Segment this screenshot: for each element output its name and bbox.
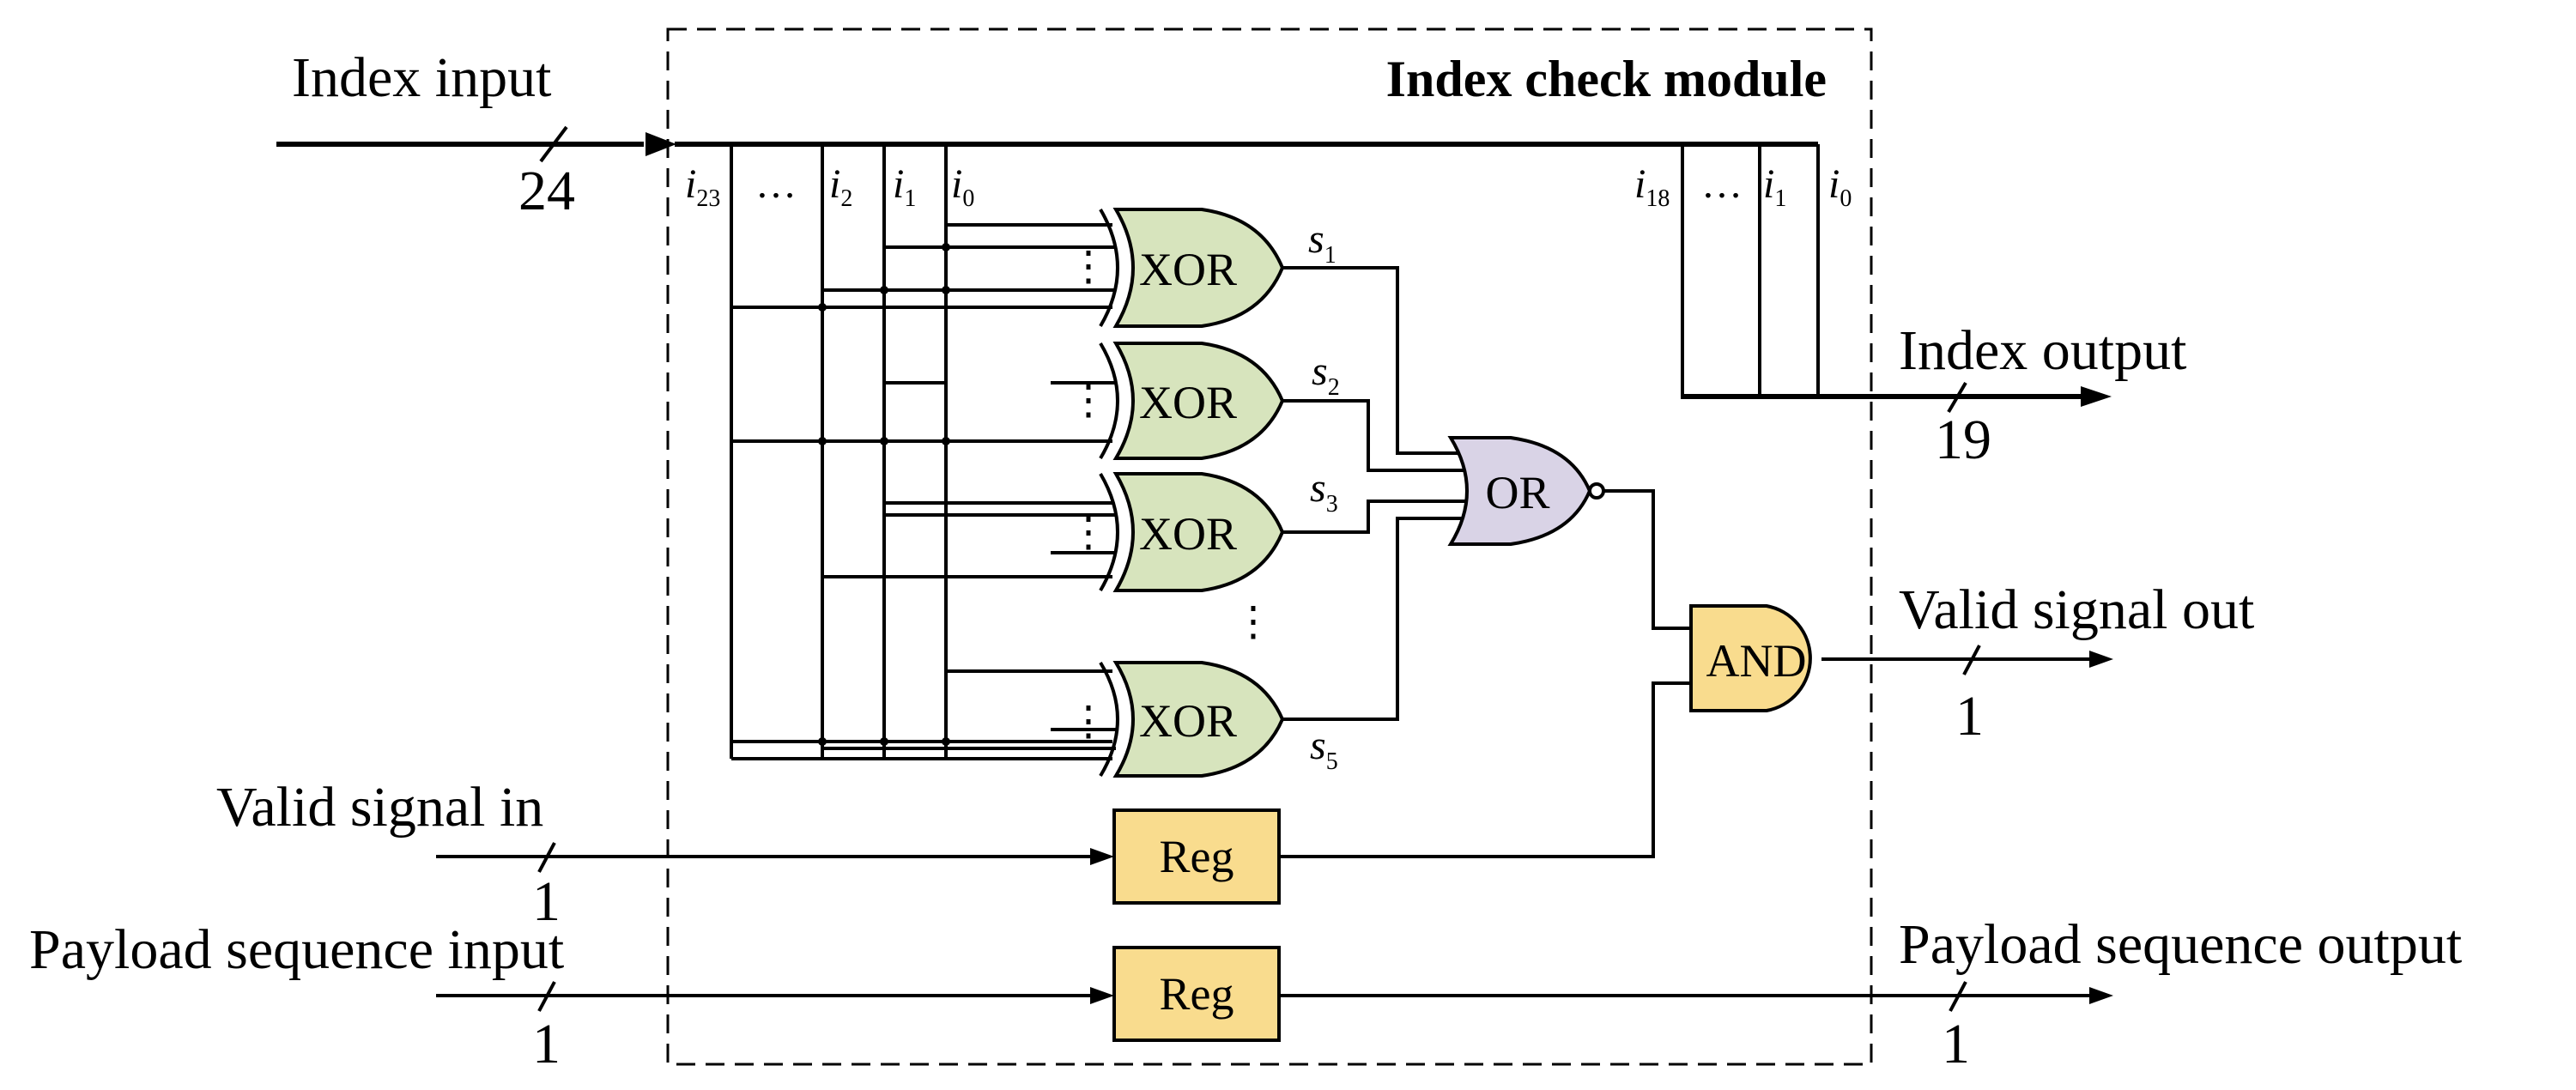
xor-gate-2: XOR <box>1099 342 1285 460</box>
xor-gate-3: XOR <box>1099 472 1285 592</box>
syndrome-s1: s1 <box>1308 216 1336 269</box>
xor-gate-5: XOR <box>1099 661 1285 778</box>
bit-label-i18: i18 <box>1634 161 1670 212</box>
nor-gate-label: OR <box>1485 467 1549 518</box>
bit-label-i1: i1 <box>893 161 916 212</box>
module-boundary <box>666 27 1873 1066</box>
index-input-width: 24 <box>518 160 575 222</box>
index-input-bus <box>276 125 1820 395</box>
index-output-bus <box>1681 144 2112 414</box>
valid-in-wire <box>436 842 1114 873</box>
index-output-width: 19 <box>1935 409 1991 471</box>
valid-in-width: 1 <box>532 870 561 933</box>
payload-in-width: 1 <box>532 1013 561 1075</box>
xor-gate-3-label: XOR <box>1139 508 1237 560</box>
xor1-input-ellipsis: ⋮ <box>1068 244 1109 289</box>
xor-gate-5-label: XOR <box>1139 695 1237 747</box>
xor-input-wiring <box>731 223 1116 760</box>
valid-out-wire <box>1821 645 2113 675</box>
xor-gate-1: XOR <box>1099 208 1285 328</box>
nor-to-and-wire <box>1603 489 1691 630</box>
module-title: Index check module <box>1386 51 1827 107</box>
xor5-input-ellipsis: ⋮ <box>1068 699 1109 744</box>
bit-label-i2: i2 <box>829 161 852 212</box>
syndrome-s2: s2 <box>1312 348 1340 401</box>
xor3-input-ellipsis: ⋮ <box>1068 510 1109 555</box>
valid-in-label: Valid signal in <box>216 776 543 839</box>
and-gate-label: AND <box>1706 635 1807 687</box>
payload-in-wire <box>436 981 1114 1012</box>
xor-gate-2-label: XOR <box>1139 377 1237 428</box>
bit-label-i0: i0 <box>951 161 974 212</box>
and-gate: AND <box>1689 604 1812 712</box>
reg-to-and-wire <box>1279 681 1691 858</box>
valid-reg-label: Reg <box>1160 831 1234 882</box>
payload-out-label: Payload sequence output <box>1899 913 2462 976</box>
syndrome-s5: s5 <box>1310 723 1338 775</box>
bit-ellipsis-out: … <box>1701 161 1743 207</box>
valid-reg: Reg <box>1112 808 1281 905</box>
payload-in-label: Payload sequence input <box>29 918 564 981</box>
payload-reg: Reg <box>1112 946 1281 1042</box>
xor-stack-ellipsis: ⋮ <box>1233 599 1274 645</box>
bit-label-i23: i23 <box>685 161 720 212</box>
xor2-input-ellipsis: ⋮ <box>1068 378 1109 423</box>
bit-label-out-i1: i1 <box>1763 161 1786 212</box>
payload-out-width: 1 <box>1942 1013 1970 1075</box>
valid-out-label: Valid signal out <box>1899 578 2254 641</box>
input-bit-columns <box>730 144 948 759</box>
valid-out-width: 1 <box>1955 685 1984 748</box>
index-output-label: Index output <box>1899 319 2186 382</box>
syndrome-s3: s3 <box>1310 465 1338 518</box>
nor-gate: OR <box>1447 436 1605 546</box>
bit-label-out-i0: i0 <box>1828 161 1852 212</box>
index-input-label: Index input <box>292 46 551 109</box>
payload-out-wire <box>1279 981 2113 1012</box>
junction-dots <box>818 243 950 746</box>
xor-gate-1-label: XOR <box>1139 244 1237 295</box>
bit-ellipsis-in: … <box>755 161 797 207</box>
syndrome-wiring <box>1282 266 1476 721</box>
payload-reg-label: Reg <box>1160 968 1234 1020</box>
